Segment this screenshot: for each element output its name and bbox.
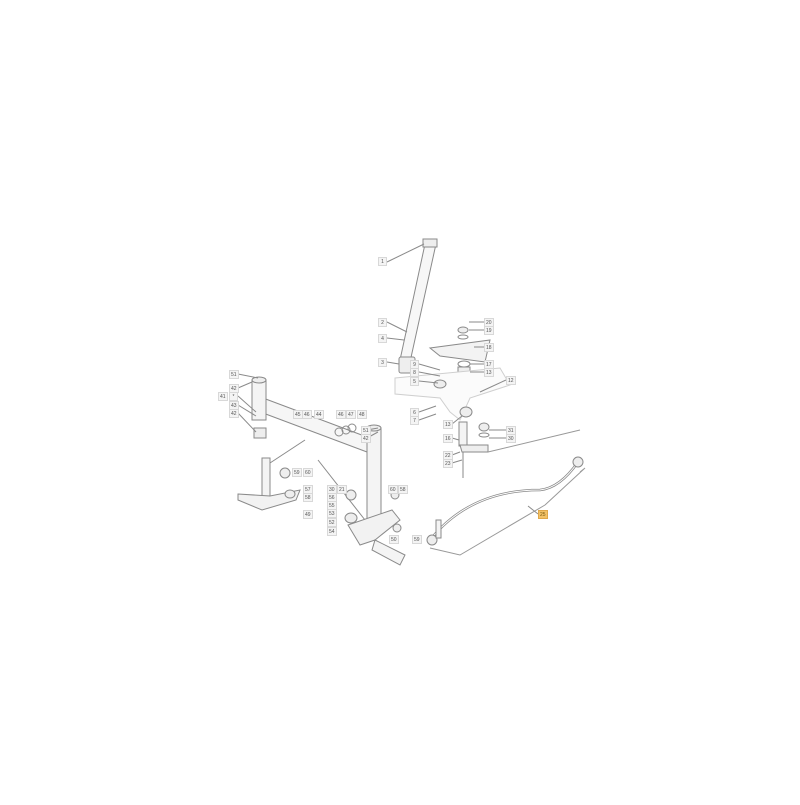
part-label-58[interactable]: 58 [398, 485, 408, 494]
part-label-16[interactable]: 16 [443, 434, 453, 443]
part-label-5[interactable]: 5 [410, 377, 419, 386]
part-label-44[interactable]: 44 [314, 410, 324, 419]
part-label-59[interactable]: 59 [292, 468, 302, 477]
part-label-13[interactable]: 13 [484, 368, 494, 377]
part-label-51[interactable]: 51 [229, 370, 239, 379]
part-label-47[interactable]: 47 [346, 410, 356, 419]
part-label-46[interactable]: 46 [336, 410, 346, 419]
part-label-46[interactable]: 46 [302, 410, 312, 419]
part-label-48[interactable]: 48 [357, 410, 367, 419]
part-label-25[interactable]: 25 [538, 510, 548, 519]
part-label-52[interactable]: 52 [327, 518, 337, 527]
part-label-54[interactable]: 54 [327, 527, 337, 536]
part-label-7[interactable]: 7 [410, 416, 419, 425]
part-label-60[interactable]: 60 [303, 468, 313, 477]
part-label-18[interactable]: 18 [484, 343, 494, 352]
part-label-41[interactable]: 41 [218, 392, 228, 401]
part-label-3[interactable]: 3 [378, 358, 387, 367]
part-label-4[interactable]: 4 [378, 334, 387, 343]
part-label-49[interactable]: 49 [303, 510, 313, 519]
part-label-23[interactable]: 23 [443, 459, 453, 468]
part-label-53[interactable]: 53 [327, 509, 337, 518]
part-label-*[interactable]: * [229, 392, 238, 401]
part-label-59[interactable]: 59 [412, 535, 422, 544]
part-label-58[interactable]: 58 [303, 493, 313, 502]
part-label-42[interactable]: 42 [229, 409, 239, 418]
part-label-12[interactable]: 12 [506, 376, 516, 385]
part-label-60[interactable]: 60 [388, 485, 398, 494]
part-label-42[interactable]: 42 [361, 434, 371, 443]
part-label-13[interactable]: 13 [443, 420, 453, 429]
part-label-21[interactable]: 21 [337, 485, 347, 494]
part-label-19[interactable]: 19 [484, 326, 494, 335]
part-label-8[interactable]: 8 [410, 368, 419, 377]
part-label-1[interactable]: 1 [378, 257, 387, 266]
part-label-50[interactable]: 50 [389, 535, 399, 544]
part-label-2[interactable]: 2 [378, 318, 387, 327]
part-label-30[interactable]: 30 [506, 434, 516, 443]
